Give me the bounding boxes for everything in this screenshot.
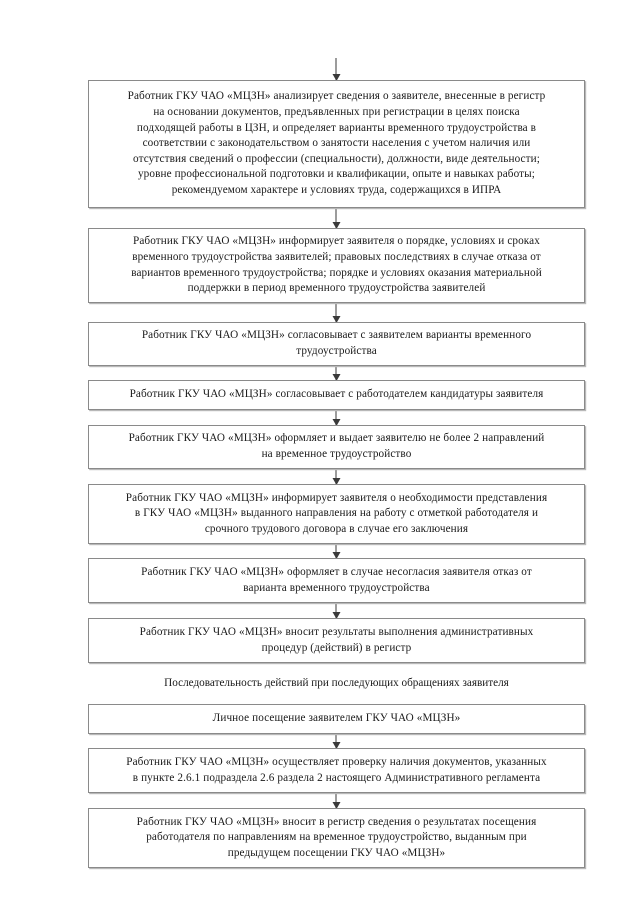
inform-submit-referral-and-contract-label: Работник ГКУ ЧАО «МЦЗН» информирует заяв… bbox=[125, 491, 548, 535]
analyze-applicant-info-label: Работник ГКУ ЧАО «МЦЗН» анализирует свед… bbox=[127, 90, 546, 196]
arrow-head-icon bbox=[332, 74, 340, 81]
arrow-head-icon bbox=[332, 222, 340, 229]
issue-referrals-label: Работник ГКУ ЧАО «МЦЗН» оформляет и выда… bbox=[128, 432, 545, 460]
agree-options-with-applicant: Работник ГКУ ЧАО «МЦЗН» согласовывает с … bbox=[88, 322, 585, 366]
arrow-head-icon bbox=[332, 419, 340, 426]
arrow-head-icon bbox=[332, 552, 340, 559]
agree-candidate-with-employer: Работник ГКУ ЧАО «МЦЗН» согласовывает с … bbox=[88, 380, 585, 410]
analyze-applicant-info: Работник ГКУ ЧАО «МЦЗН» анализирует свед… bbox=[88, 80, 585, 208]
arrow-refusal-to-results bbox=[332, 603, 340, 619]
arrow-agree-employer-to-issue bbox=[332, 410, 340, 426]
check-required-documents: Работник ГКУ ЧАО «МЦЗН» осуществляет про… bbox=[88, 748, 585, 793]
check-required-documents-label: Работник ГКУ ЧАО «МЦЗН» осуществляет про… bbox=[126, 755, 547, 784]
register-applicant-refusal-label: Работник ГКУ ЧАО «МЦЗН» оформляет в случ… bbox=[141, 565, 532, 594]
enter-results-into-register-label: Работник ГКУ ЧАО «МЦЗН» вносит результат… bbox=[139, 625, 534, 654]
agree-options-with-applicant-label: Работник ГКУ ЧАО «МЦЗН» согласовывает с … bbox=[141, 329, 532, 357]
arrow-head-icon bbox=[332, 612, 340, 619]
arrow-issue-to-inform-submit bbox=[332, 469, 340, 485]
arrow-agree-applicant-to-agree-employer bbox=[332, 366, 340, 381]
issue-referrals: Работник ГКУ ЧАО «МЦЗН» оформляет и выда… bbox=[88, 425, 585, 469]
arrow-head-icon bbox=[332, 742, 340, 749]
arrow-check-to-visit-results bbox=[332, 793, 340, 809]
arrow-head-icon bbox=[332, 802, 340, 809]
register-applicant-refusal: Работник ГКУ ЧАО «МЦЗН» оформляет в случ… bbox=[88, 558, 585, 603]
arrow-head-icon bbox=[332, 316, 340, 323]
arrow-inform-submit-to-refusal bbox=[332, 544, 340, 559]
personal-visit-by-applicant-label: Личное посещение заявителем ГКУ ЧАО «МЦЗ… bbox=[212, 712, 461, 725]
arrow-head-icon bbox=[332, 478, 340, 485]
personal-visit-by-applicant: Личное посещение заявителем ГКУ ЧАО «МЦЗ… bbox=[88, 704, 585, 734]
arrow-inform-to-agree-applicant bbox=[332, 303, 340, 323]
subsequent-visits-heading: Последовательность действий при последую… bbox=[164, 677, 509, 689]
inform-about-procedure-terms: Работник ГКУ ЧАО «МЦЗН» информирует заяв… bbox=[88, 228, 585, 303]
enter-employer-visit-results: Работник ГКУ ЧАО «МЦЗН» вносит в регистр… bbox=[88, 808, 585, 868]
inform-submit-referral-and-contract: Работник ГКУ ЧАО «МЦЗН» информирует заяв… bbox=[88, 484, 585, 544]
arrow-visit-to-check bbox=[332, 734, 340, 749]
arrow-analyze-to-inform bbox=[332, 208, 340, 229]
arrow-head-icon bbox=[332, 374, 340, 381]
agree-candidate-with-employer-label: Работник ГКУ ЧАО «МЦЗН» согласовывает с … bbox=[129, 388, 544, 401]
arrow-entry-to-analyze bbox=[332, 58, 340, 81]
enter-results-into-register: Работник ГКУ ЧАО «МЦЗН» вносит результат… bbox=[88, 618, 585, 663]
enter-employer-visit-results-label: Работник ГКУ ЧАО «МЦЗН» вносит в регистр… bbox=[136, 815, 537, 859]
inform-about-procedure-terms-label: Работник ГКУ ЧАО «МЦЗН» информирует заяв… bbox=[131, 235, 542, 295]
